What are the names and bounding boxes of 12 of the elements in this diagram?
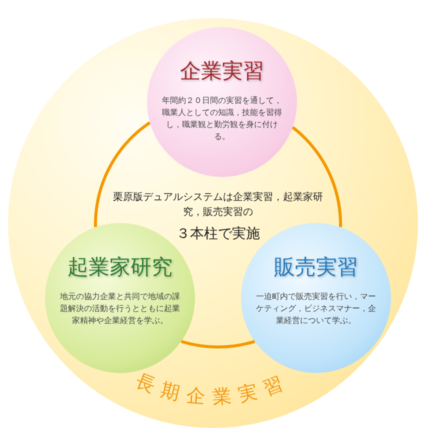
topic-description: 年間約２０日間の実習を通して，職業人としての知識，技能を習得し，職業観と勤労観を身に付ける。 <box>161 95 283 143</box>
curved-title: 長期企業実習 <box>132 370 294 408</box>
topic-title: 起業家研究 <box>68 254 172 281</box>
topic-description: 一迫町内で販売実習を行い，マーケティング，ビジネスマナー，企業経営について学ぶ。 <box>255 291 377 327</box>
topic-title: 販売実習 <box>274 254 358 281</box>
topic-description: 地元の協力企業と共同で地域の課題解決の活動を行うとともに起業家精神や企業経営を学ぶ。 <box>59 291 181 327</box>
ring-connector <box>94 121 151 228</box>
ring-connector <box>292 126 342 228</box>
ring-connector <box>180 340 256 348</box>
topic-title: 企業実習 <box>180 58 264 85</box>
summary-emphasis: ３本柱で実施 <box>175 225 261 244</box>
summary-text: 栗原版デュアルシステムは企業実習，起業家研究，販売実習の <box>112 190 324 220</box>
